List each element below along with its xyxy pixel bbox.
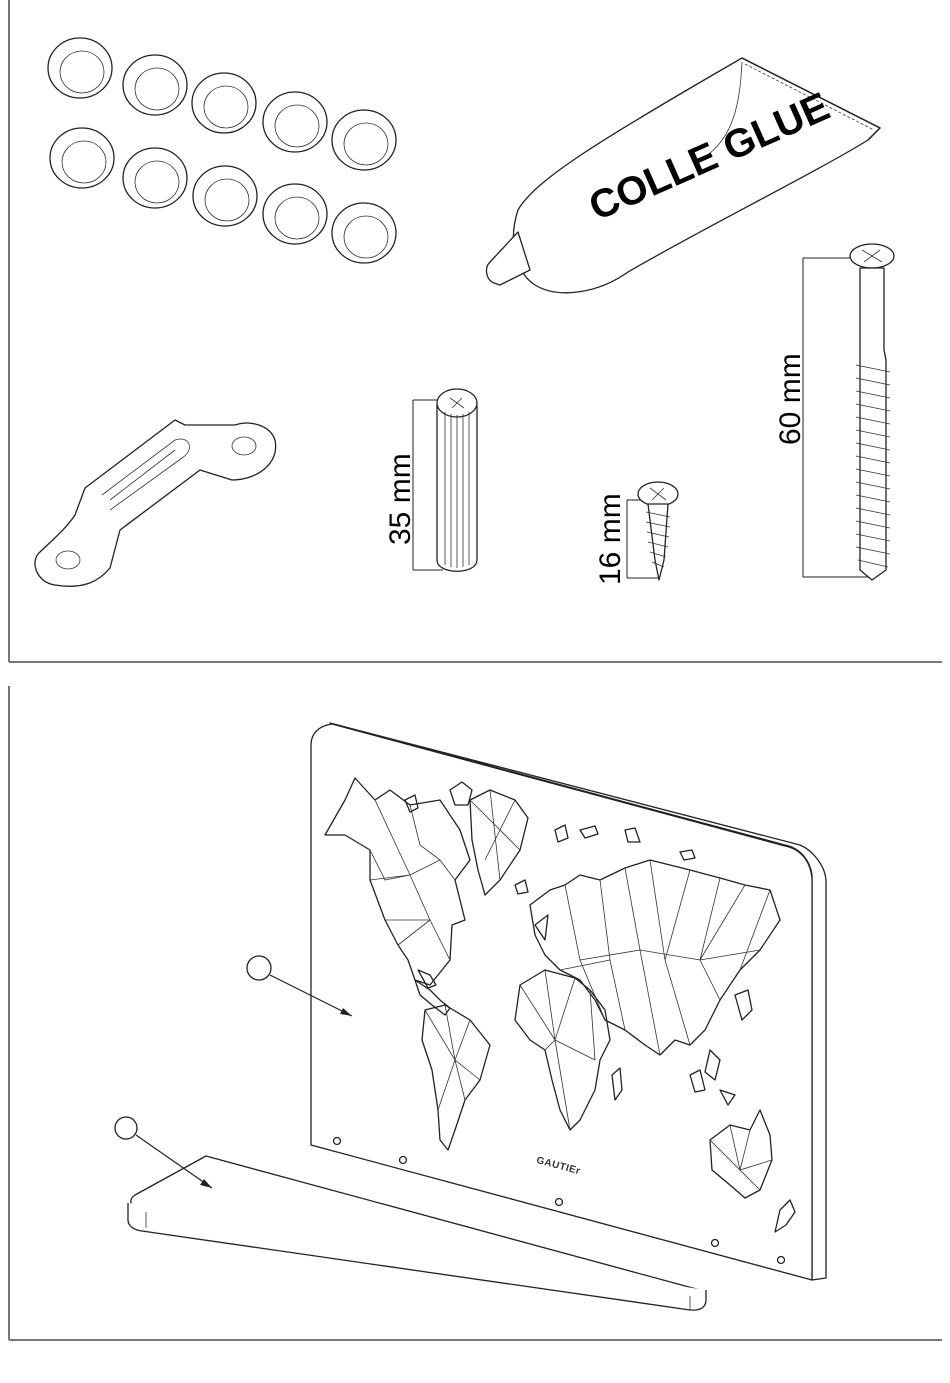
callout-shelf	[115, 1117, 212, 1188]
short-screw-length-label: 16 mm	[594, 493, 627, 585]
wooden-dowel: 35 mm	[384, 389, 477, 571]
mounting-bracket	[35, 420, 276, 586]
long-screw-length-label: 60 mm	[774, 353, 807, 445]
short-screw: 16 mm	[594, 482, 678, 585]
cap-cover	[332, 203, 396, 263]
long-screw: 60 mm	[774, 244, 894, 580]
cap-cover	[123, 148, 187, 208]
cap-cover	[123, 55, 187, 115]
cap-covers-group	[48, 38, 396, 263]
cap-cover	[50, 128, 114, 188]
cap-cover	[192, 73, 256, 133]
dowel-length-label: 35 mm	[384, 453, 417, 545]
cap-cover	[263, 92, 327, 152]
cap-cover	[193, 166, 257, 226]
back-panel-world-map: GAUTIEr	[311, 723, 826, 1280]
cap-cover	[48, 38, 112, 98]
cap-cover	[263, 184, 327, 244]
cap-cover	[332, 110, 396, 170]
